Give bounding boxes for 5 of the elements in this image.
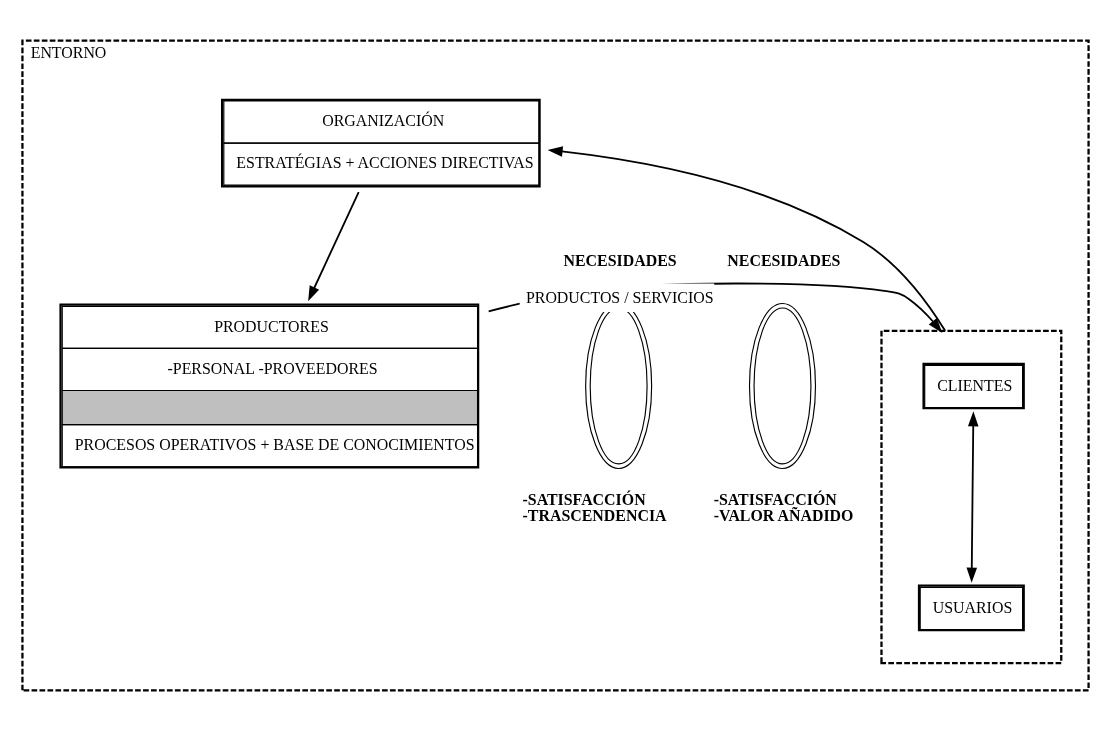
- node-label: -SATISFACCIÓN -TRASCENDENCIA: [522, 491, 667, 525]
- node-label: -SATISFACCIÓN -VALOR AÑADIDO: [713, 491, 854, 525]
- node-label: NECESIDADES: [563, 251, 677, 269]
- edge-label: PRODUCTOS / SERVICIOS: [525, 288, 714, 306]
- node-label: NECESIDADES: [727, 251, 841, 269]
